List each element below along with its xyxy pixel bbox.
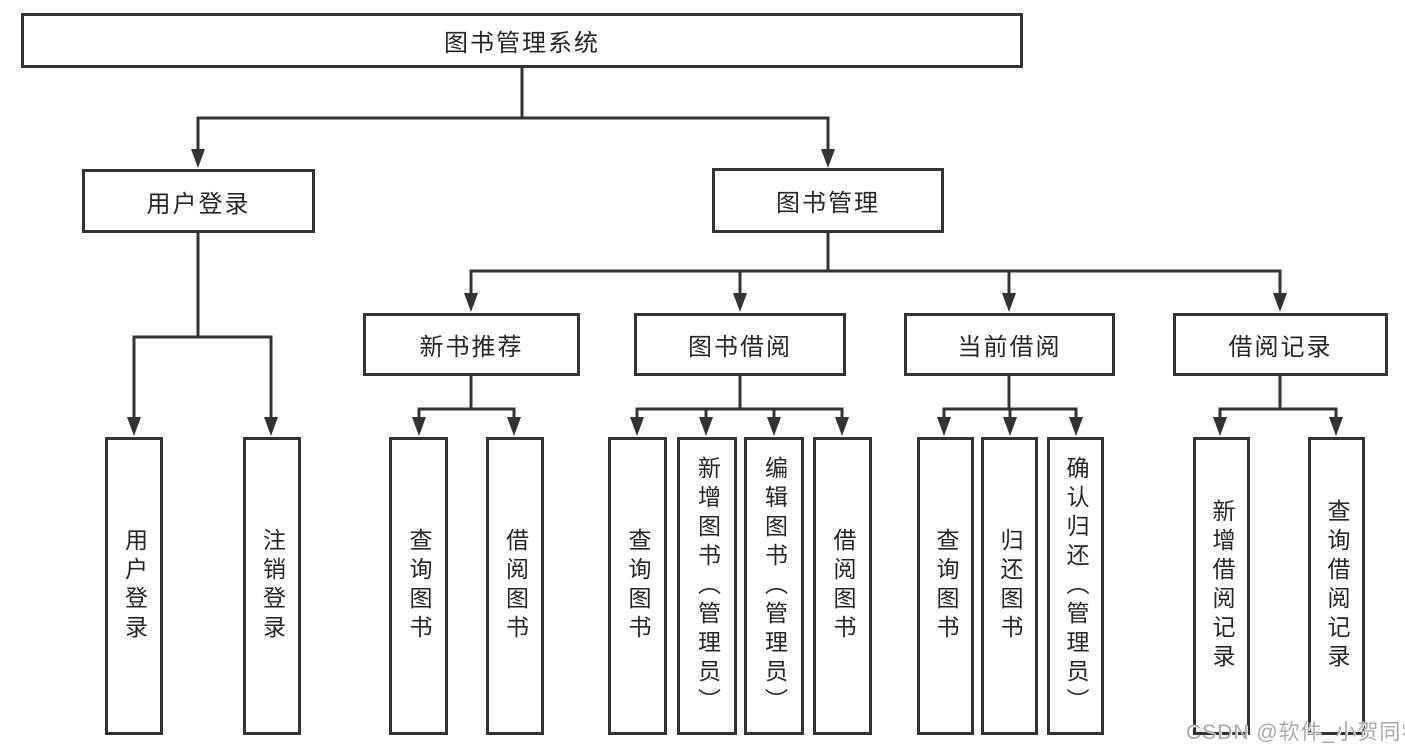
node-bb-borrow-books: 借阅图书 xyxy=(813,437,872,735)
arrow-down-icon xyxy=(1329,417,1343,436)
node-borrow-records: 借阅记录 xyxy=(1173,313,1388,376)
node-cb-confirm-return-label: 确认归还（管理员） xyxy=(1063,455,1089,717)
csdn-watermark: CSDN @软件_小贺同学 xyxy=(1186,721,1405,744)
connector-book-management-branch xyxy=(469,231,1282,296)
node-nbr-query-books: 查询图书 xyxy=(389,437,448,735)
node-new-book-recommend: 新书推荐 xyxy=(363,313,580,376)
node-login: 用户登录 xyxy=(105,437,163,735)
arrow-down-icon xyxy=(412,417,426,436)
arrow-down-icon xyxy=(699,417,713,436)
node-book-borrow: 图书借阅 xyxy=(634,313,846,376)
node-br-query-record-label: 查询借阅记录 xyxy=(1324,499,1350,673)
connector-user-login-branch xyxy=(132,231,273,421)
node-book-management-label: 图书管理 xyxy=(776,190,880,217)
arrow-down-icon xyxy=(733,293,747,312)
arrow-down-icon xyxy=(1003,417,1017,436)
arrow-down-icon xyxy=(630,417,644,436)
arrow-down-icon xyxy=(835,417,849,436)
node-br-add-record-label: 新增借阅记录 xyxy=(1209,499,1235,673)
node-bb-query-books-label: 查询图书 xyxy=(625,528,651,644)
node-bb-borrow-books-label: 借阅图书 xyxy=(830,528,856,644)
arrow-down-icon xyxy=(821,149,835,168)
node-root-label: 图书管理系统 xyxy=(444,30,600,57)
node-current-borrow-label: 当前借阅 xyxy=(957,334,1062,361)
node-current-borrow: 当前借阅 xyxy=(904,313,1115,376)
node-cb-confirm-return: 确认归还（管理员） xyxy=(1047,437,1104,735)
node-user-login: 用户登录 xyxy=(82,169,315,233)
arrowheads xyxy=(127,149,1343,436)
arrow-down-icon xyxy=(1069,417,1083,436)
arrow-down-icon xyxy=(264,417,278,436)
node-borrow-records-label: 借阅记录 xyxy=(1228,334,1333,361)
arrow-down-icon xyxy=(1273,293,1287,312)
node-bb-add-books-label: 新增图书（管理员） xyxy=(694,455,721,717)
node-bb-edit-books: 编辑图书（管理员） xyxy=(744,437,804,735)
arrow-down-icon xyxy=(127,417,141,436)
node-new-book-recommend-label: 新书推荐 xyxy=(419,334,524,361)
node-nbr-query-books-label: 查询图书 xyxy=(406,528,432,644)
connector-root-to-level2 xyxy=(196,66,830,153)
arrow-down-icon xyxy=(464,293,478,312)
node-logout-label: 注销登录 xyxy=(259,528,286,644)
node-user-login-label: 用户登录 xyxy=(146,190,251,218)
node-logout: 注销登录 xyxy=(243,437,301,735)
node-book-borrow-label: 图书借阅 xyxy=(688,334,792,361)
node-br-query-record: 查询借阅记录 xyxy=(1308,437,1365,735)
connector-current-borrow-branch xyxy=(942,374,1078,421)
connector-book-borrow-branch xyxy=(635,374,844,421)
node-br-add-record: 新增借阅记录 xyxy=(1193,437,1250,735)
node-bb-add-books: 新增图书（管理员） xyxy=(677,437,737,735)
connector-borrow-records-branch xyxy=(1218,374,1338,421)
node-root: 图书管理系统 xyxy=(21,13,1023,68)
node-nbr-borrow-books-label: 借阅图书 xyxy=(502,528,529,644)
arrow-down-icon xyxy=(507,417,521,436)
arrow-down-icon xyxy=(1213,417,1227,436)
arrow-down-icon xyxy=(937,417,951,436)
node-cb-query-books-label: 查询图书 xyxy=(933,528,959,644)
node-login-label: 用户登录 xyxy=(121,528,148,644)
arrow-down-icon xyxy=(767,417,781,436)
node-book-management: 图书管理 xyxy=(712,168,944,233)
arrow-down-icon xyxy=(1002,293,1016,312)
node-bb-edit-books-label: 编辑图书（管理员） xyxy=(761,455,788,717)
connector-new-book-recommend-branch xyxy=(417,374,516,421)
node-cb-return-books: 归还图书 xyxy=(981,437,1038,735)
node-cb-return-books-label: 归还图书 xyxy=(997,528,1023,644)
node-bb-query-books: 查询图书 xyxy=(608,437,667,735)
node-cb-query-books: 查询图书 xyxy=(917,437,974,735)
arrow-down-icon xyxy=(191,149,205,168)
node-nbr-borrow-books: 借阅图书 xyxy=(486,437,544,735)
